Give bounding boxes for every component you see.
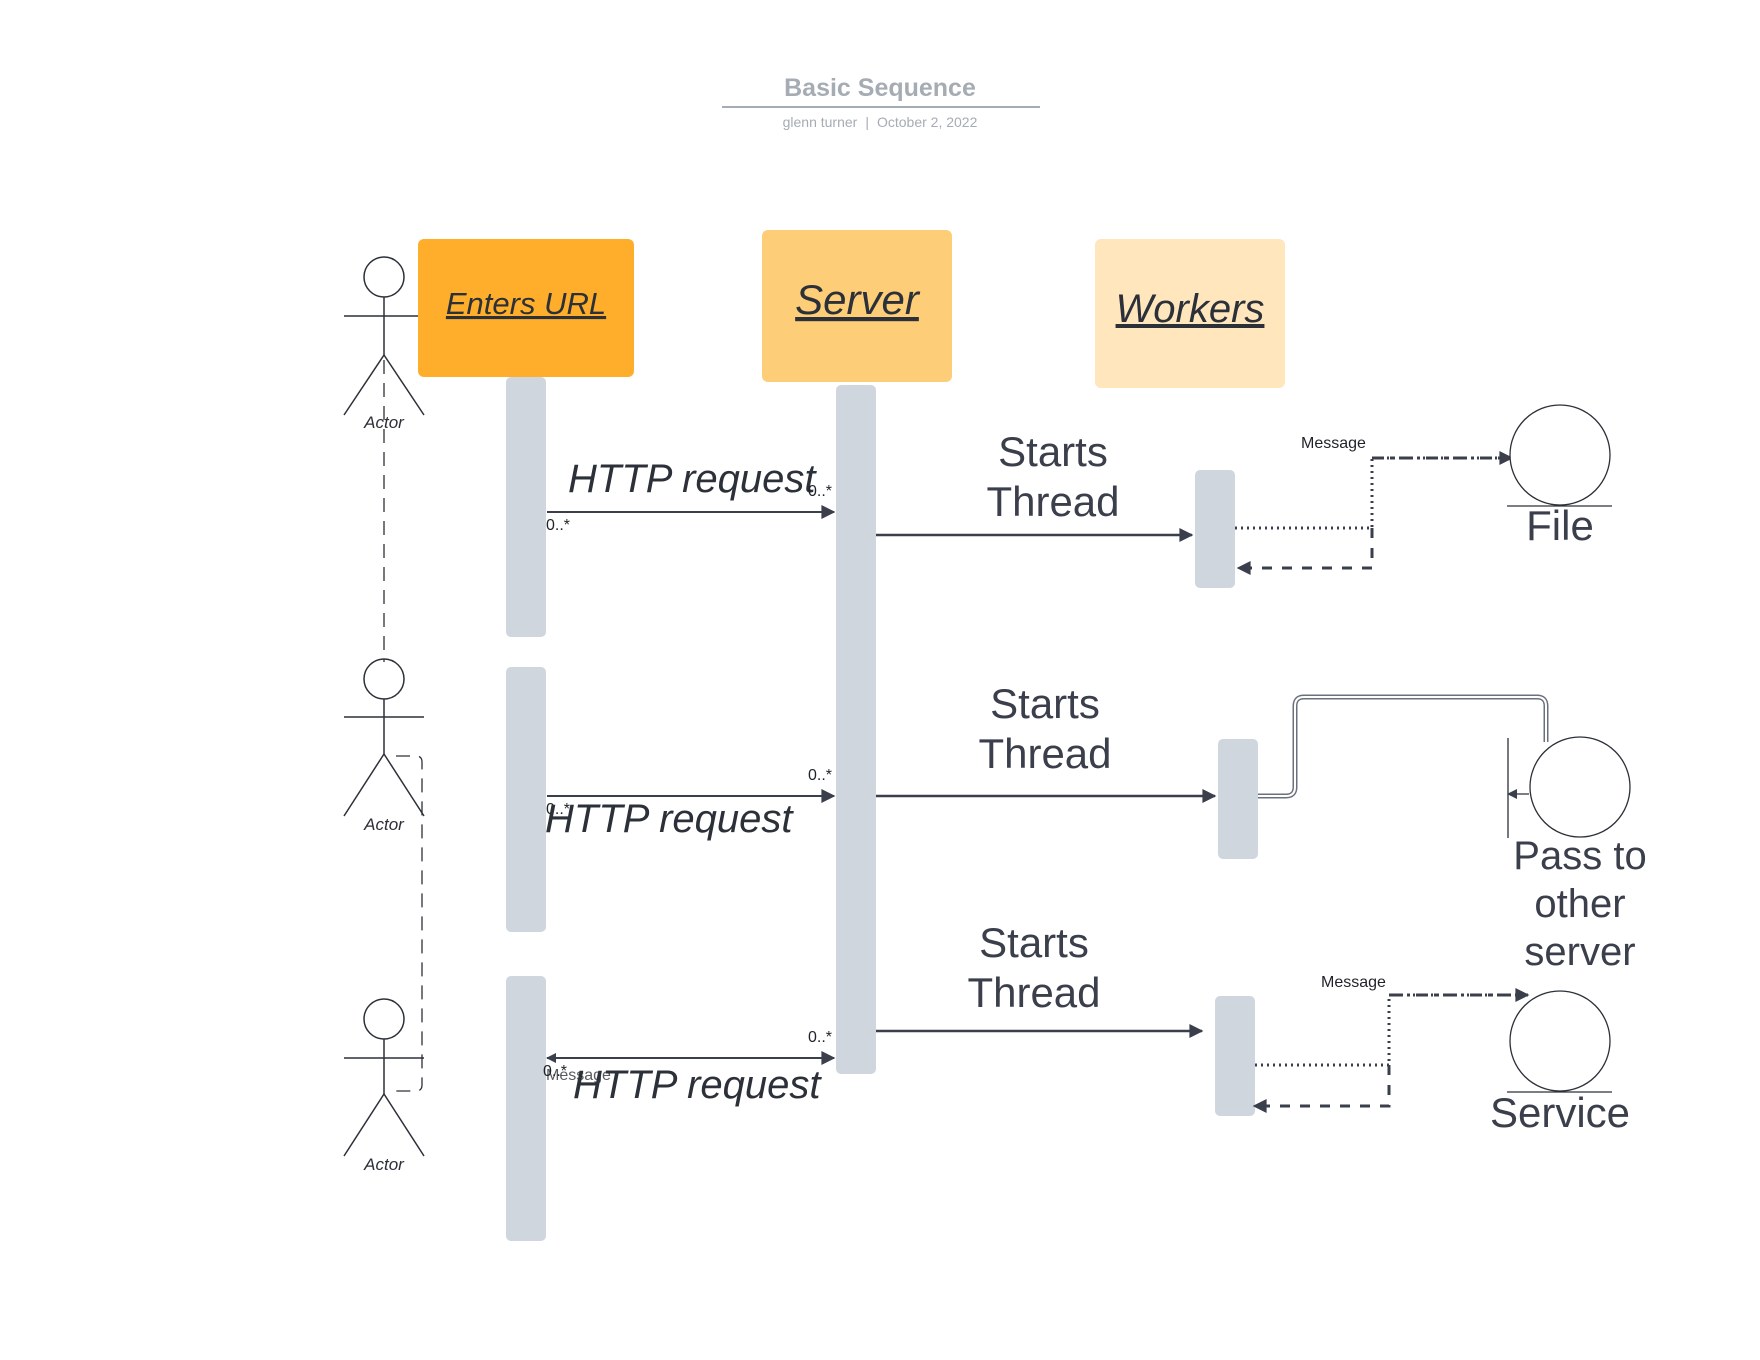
starts-thread-label-2b: Thread — [978, 730, 1111, 777]
client-activation-2 — [506, 667, 546, 932]
workers-box[interactable] — [1095, 239, 1285, 388]
actor-1-head — [363, 256, 405, 298]
enters-url-label: Enters URL — [446, 286, 606, 321]
http-request-label-2: HTTP request — [545, 797, 794, 841]
file-message-label: Message — [1301, 435, 1366, 452]
multiplicity-label-2b: 0..* — [546, 801, 570, 818]
multiplicity-label-1b: 0..* — [546, 517, 570, 534]
enters-url-box[interactable] — [418, 239, 634, 377]
actor-2-left-leg — [343, 753, 385, 817]
starts-thread-label-1b: Thread — [986, 478, 1119, 525]
multiplicity-label-1a: 0..* — [808, 483, 832, 500]
client-activation-1 — [506, 377, 546, 637]
actor-3-left-leg — [343, 1093, 385, 1157]
service-message-label: Message — [1321, 974, 1386, 991]
multiplicity-label-3a: 0..* — [808, 1029, 832, 1046]
file-link-dotted — [1235, 456, 1512, 530]
pass-server-label-2: other — [1534, 882, 1625, 926]
worker-activation-3 — [1215, 996, 1255, 1116]
actor-3-right-leg — [383, 1093, 425, 1157]
document-date: October 2, 2022 — [876, 114, 978, 130]
actor-2-label: Actor — [363, 815, 405, 834]
worker-activation-1 — [1195, 470, 1235, 588]
starts-thread-label-3b: Thread — [967, 969, 1100, 1016]
file-entity-label: File — [1526, 502, 1594, 549]
http-request-label-1: HTTP request — [568, 457, 817, 501]
actor-2-right-leg — [383, 753, 425, 817]
starts-thread-label-1a: Starts — [998, 428, 1108, 475]
service-entity-label: Service — [1490, 1089, 1630, 1136]
service-link-dotted — [1255, 993, 1528, 1067]
server-box[interactable] — [762, 230, 952, 382]
pass-link-inner — [1258, 696, 1547, 797]
service-entity-icon[interactable] — [1509, 990, 1611, 1092]
actor-1-left-leg — [343, 354, 385, 416]
message-label-overlap: Message — [546, 1067, 611, 1084]
title-divider — [722, 106, 1040, 108]
actor-1 — [343, 256, 425, 416]
multiplicity-label-2a: 0..* — [808, 767, 832, 784]
multiplicity-label-3b: 0..* — [543, 1063, 567, 1080]
actor-link-dashed — [396, 755, 423, 1092]
pass-server-label-1: Pass to — [1513, 834, 1646, 878]
server-activation — [836, 385, 876, 1074]
worker-activation-2 — [1218, 739, 1258, 859]
actor-2 — [343, 658, 425, 817]
workers-label: Workers — [1116, 287, 1265, 331]
document-author: glenn turner — [782, 114, 858, 130]
pass-server-entity-icon[interactable] — [1529, 736, 1631, 838]
starts-thread-label-2a: Starts — [990, 680, 1100, 727]
server-label: Server — [795, 276, 921, 323]
http-request-label-3: HTTP request — [573, 1063, 822, 1107]
actor-2-head — [363, 658, 405, 700]
starts-thread-label-3a: Starts — [979, 919, 1089, 966]
actor-3 — [343, 998, 425, 1157]
document-title: Basic Sequence — [784, 74, 976, 102]
pass-server-label-3: server — [1524, 930, 1635, 974]
actor-3-label: Actor — [363, 1155, 405, 1174]
service-return-arrow — [1252, 1065, 1391, 1113]
pass-link-outer — [1258, 694, 1549, 799]
document-meta: glenn turner | October 2, 2022 — [0, 114, 1760, 130]
meta-separator: | — [865, 114, 869, 130]
actor-1-label: Actor — [363, 413, 405, 432]
file-return-arrow — [1236, 528, 1374, 575]
actor-3-head — [363, 998, 405, 1040]
client-activation-3 — [506, 976, 546, 1241]
document-header: Basic Sequence glenn turner | October 2, 2… — [0, 0, 1760, 160]
actor-1-right-leg — [383, 354, 425, 416]
file-entity-icon[interactable] — [1509, 404, 1611, 506]
